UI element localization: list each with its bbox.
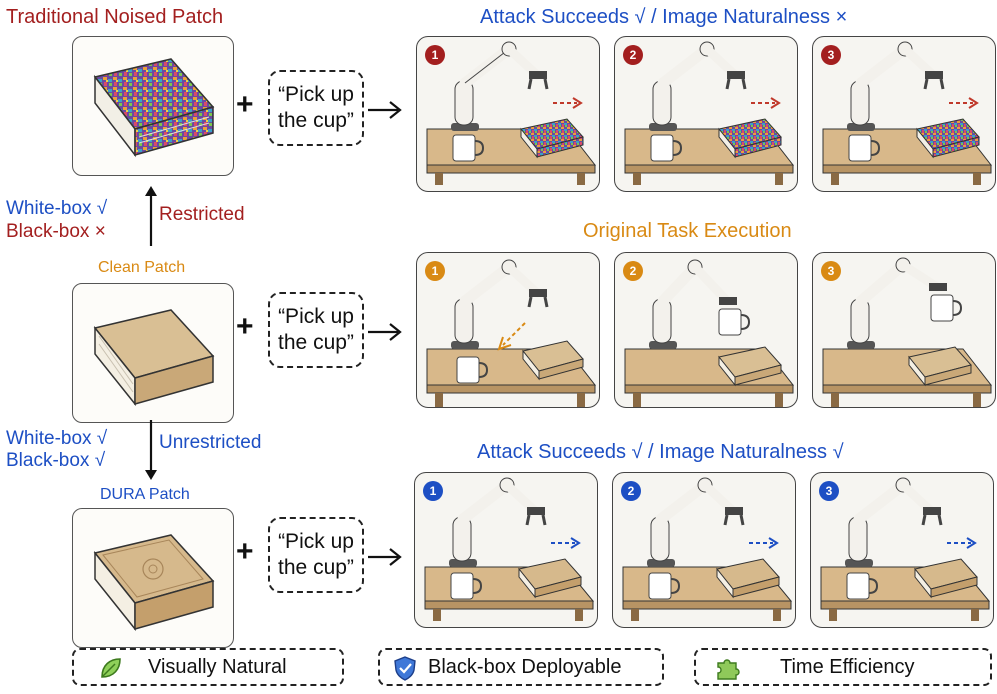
mid-row-title: Original Task Execution <box>583 220 792 242</box>
scene-top-1: 1 <box>416 36 600 192</box>
prompt-line-1: “Pick up <box>278 305 354 328</box>
down-arrow <box>145 420 157 480</box>
step-badge: 2 <box>623 45 643 65</box>
puzzle-icon <box>717 659 740 680</box>
restricted-blackbox-label: Black-box × <box>6 221 106 242</box>
step-badge: 1 <box>425 261 445 281</box>
step-badge: 1 <box>425 45 445 65</box>
prompt-line-2: the cup” <box>278 109 354 132</box>
right-arrow-bot <box>368 548 402 566</box>
plus-sign-bot: + <box>236 535 254 568</box>
shield-icon <box>394 656 416 681</box>
step-badge: 1 <box>423 481 443 501</box>
prompt-box-bot: “Pick up the cup” <box>268 517 364 593</box>
top-row-title: Attack Succeeds √ / Image Naturalness × <box>480 6 848 28</box>
traditional-patch-title: Traditional Noised Patch <box>6 6 224 28</box>
scene-bot-1: 1 <box>414 472 598 628</box>
scene-bot-2: 2 <box>612 472 796 628</box>
step-badge: 3 <box>821 45 841 65</box>
traditional-patch-image <box>72 36 234 176</box>
step-badge: 2 <box>621 481 641 501</box>
restricted-label: Restricted <box>159 204 245 225</box>
legend-time-efficiency: Time Efficiency <box>694 648 992 686</box>
scene-top-3: 3 <box>812 36 996 192</box>
prompt-box-top: “Pick up the cup” <box>268 70 364 146</box>
legend-visually-natural: Visually Natural <box>72 648 344 686</box>
unrestricted-label: Unrestricted <box>159 432 262 453</box>
legend-natural-label: Visually Natural <box>148 656 287 678</box>
right-arrow-mid <box>368 323 402 341</box>
prompt-line-2: the cup” <box>278 556 354 579</box>
scene-bot-3: 3 <box>810 472 994 628</box>
scene-top-2: 2 <box>614 36 798 192</box>
up-arrow <box>145 186 157 246</box>
prompt-box-mid: “Pick up the cup” <box>268 292 364 368</box>
unrestricted-blackbox-label: Black-box √ <box>6 450 106 471</box>
dura-patch-image <box>72 508 234 648</box>
prompt-line-2: the cup” <box>278 331 354 354</box>
plus-sign-top: + <box>236 88 254 121</box>
dura-patch-title: DURA Patch <box>100 486 190 503</box>
step-badge: 3 <box>819 481 839 501</box>
step-badge: 2 <box>623 261 643 281</box>
legend-blackbox-label: Black-box Deployable <box>428 656 622 678</box>
scene-mid-2: 2 <box>614 252 798 408</box>
scene-mid-1: 1 <box>416 252 600 408</box>
restricted-whitebox-label: White-box √ <box>6 198 108 219</box>
unrestricted-whitebox-label: White-box √ <box>6 428 108 449</box>
step-badge: 3 <box>821 261 841 281</box>
prompt-line-1: “Pick up <box>278 530 354 553</box>
plus-sign-mid: + <box>236 310 254 343</box>
clean-patch-image <box>72 283 234 423</box>
legend-blackbox-deployable: Black-box Deployable <box>378 648 664 686</box>
right-arrow-top <box>368 101 402 119</box>
scene-mid-3: 3 <box>812 252 996 408</box>
clean-patch-title: Clean Patch <box>98 259 186 276</box>
prompt-line-1: “Pick up <box>278 83 354 106</box>
leaf-icon <box>101 658 121 678</box>
bot-row-title: Attack Succeeds √ / Image Naturalness √ <box>477 441 844 463</box>
legend-time-label: Time Efficiency <box>780 656 915 678</box>
